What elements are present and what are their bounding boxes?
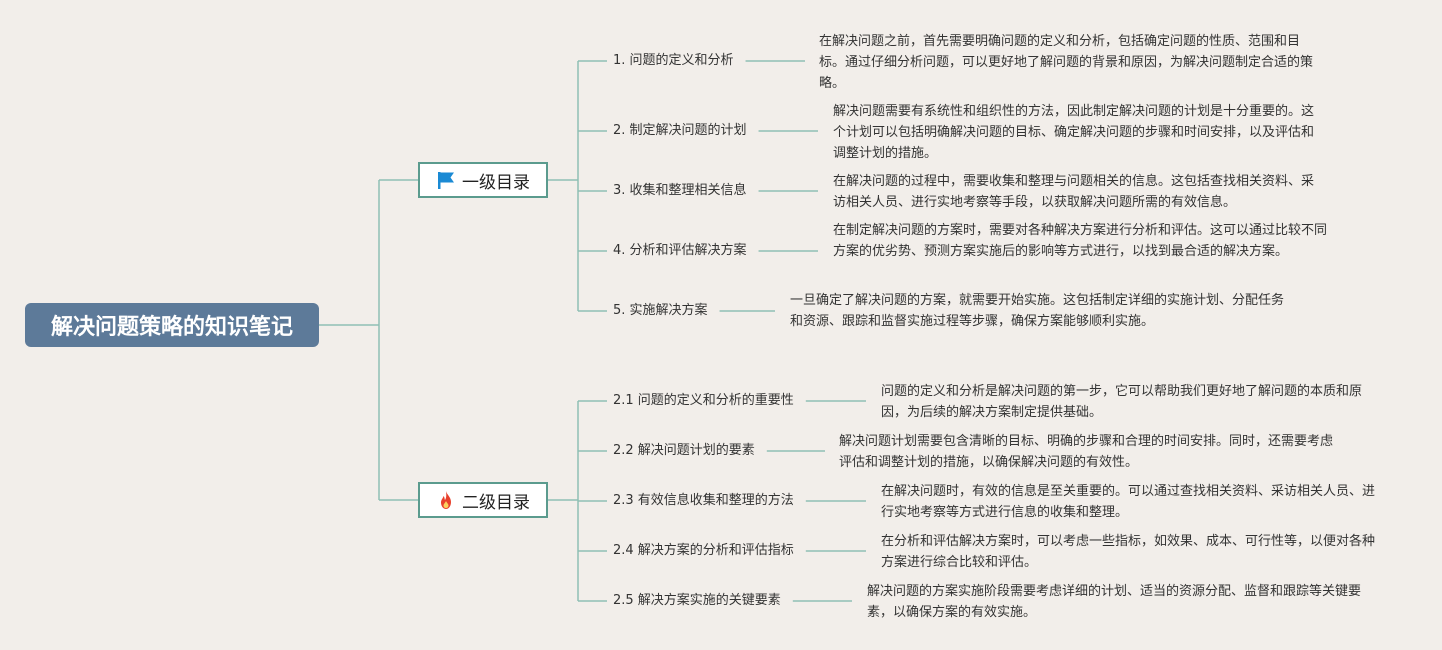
- topic-label[interactable]: 5. 实施解决方案: [613, 303, 708, 318]
- topic-description: 在分析和评估解决方案时，可以考虑一些指标，如效果、成本、可行性等，以便对各种方案…: [881, 534, 1376, 570]
- topic-label[interactable]: 3. 收集和整理相关信息: [613, 183, 747, 198]
- branch-level-1[interactable]: 一级目录: [418, 162, 548, 198]
- topic-description: 解决问题需要有系统性和组织性的方法，因此制定解决问题的计划是十分重要的。这个计划…: [833, 104, 1315, 161]
- root-title: 解决问题策略的知识笔记: [50, 315, 293, 340]
- topic-label[interactable]: 2.3 有效信息收集和整理的方法: [613, 493, 794, 508]
- topic-label[interactable]: 2.2 解决问题计划的要素: [613, 443, 755, 458]
- topic-label[interactable]: 2.5 解决方案实施的关键要素: [613, 593, 781, 608]
- topic-description: 解决问题的方案实施阶段需要考虑详细的计划、适当的资源分配、监督和跟踪等关键要素，…: [867, 584, 1362, 620]
- branch-label: 二级目录: [462, 492, 530, 513]
- topic-label[interactable]: 4. 分析和评估解决方案: [613, 243, 747, 258]
- branch-level-2[interactable]: 二级目录: [418, 482, 548, 518]
- root-topic[interactable]: 解决问题策略的知识笔记: [25, 303, 319, 347]
- topic-description: 在解决问题之前，首先需要明确问题的定义和分析，包括确定问题的性质、范围和目标。通…: [819, 34, 1314, 91]
- branch-label: 一级目录: [462, 172, 530, 193]
- topic-label[interactable]: 1. 问题的定义和分析: [613, 53, 734, 68]
- flag-icon: [436, 170, 456, 190]
- topic-description: 在制定解决问题的方案时，需要对各种解决方案进行分析和评估。这可以通过比较不同方案…: [833, 223, 1328, 259]
- topic-label[interactable]: 2.4 解决方案的分析和评估指标: [613, 543, 794, 558]
- fire-icon: [436, 490, 456, 510]
- topic-description: 一旦确定了解决问题的方案，就需要开始实施。这包括制定详细的实施计划、分配任务和资…: [790, 293, 1285, 329]
- topic-description: 问题的定义和分析是解决问题的第一步，它可以帮助我们更好地了解问题的本质和原因，为…: [881, 384, 1363, 420]
- topic-description: 在解决问题时，有效的信息是至关重要的。可以通过查找相关资料、采访相关人员、进行实…: [881, 484, 1376, 520]
- topic-label[interactable]: 2.1 问题的定义和分析的重要性: [613, 393, 794, 408]
- topic-label[interactable]: 2. 制定解决问题的计划: [613, 123, 747, 138]
- topic-description: 解决问题计划需要包含清晰的目标、明确的步骤和合理的时间安排。同时，还需要考虑评估…: [839, 434, 1334, 470]
- topic-description: 在解决问题的过程中，需要收集和整理与问题相关的信息。这包括查找相关资料、采访相关…: [833, 174, 1315, 210]
